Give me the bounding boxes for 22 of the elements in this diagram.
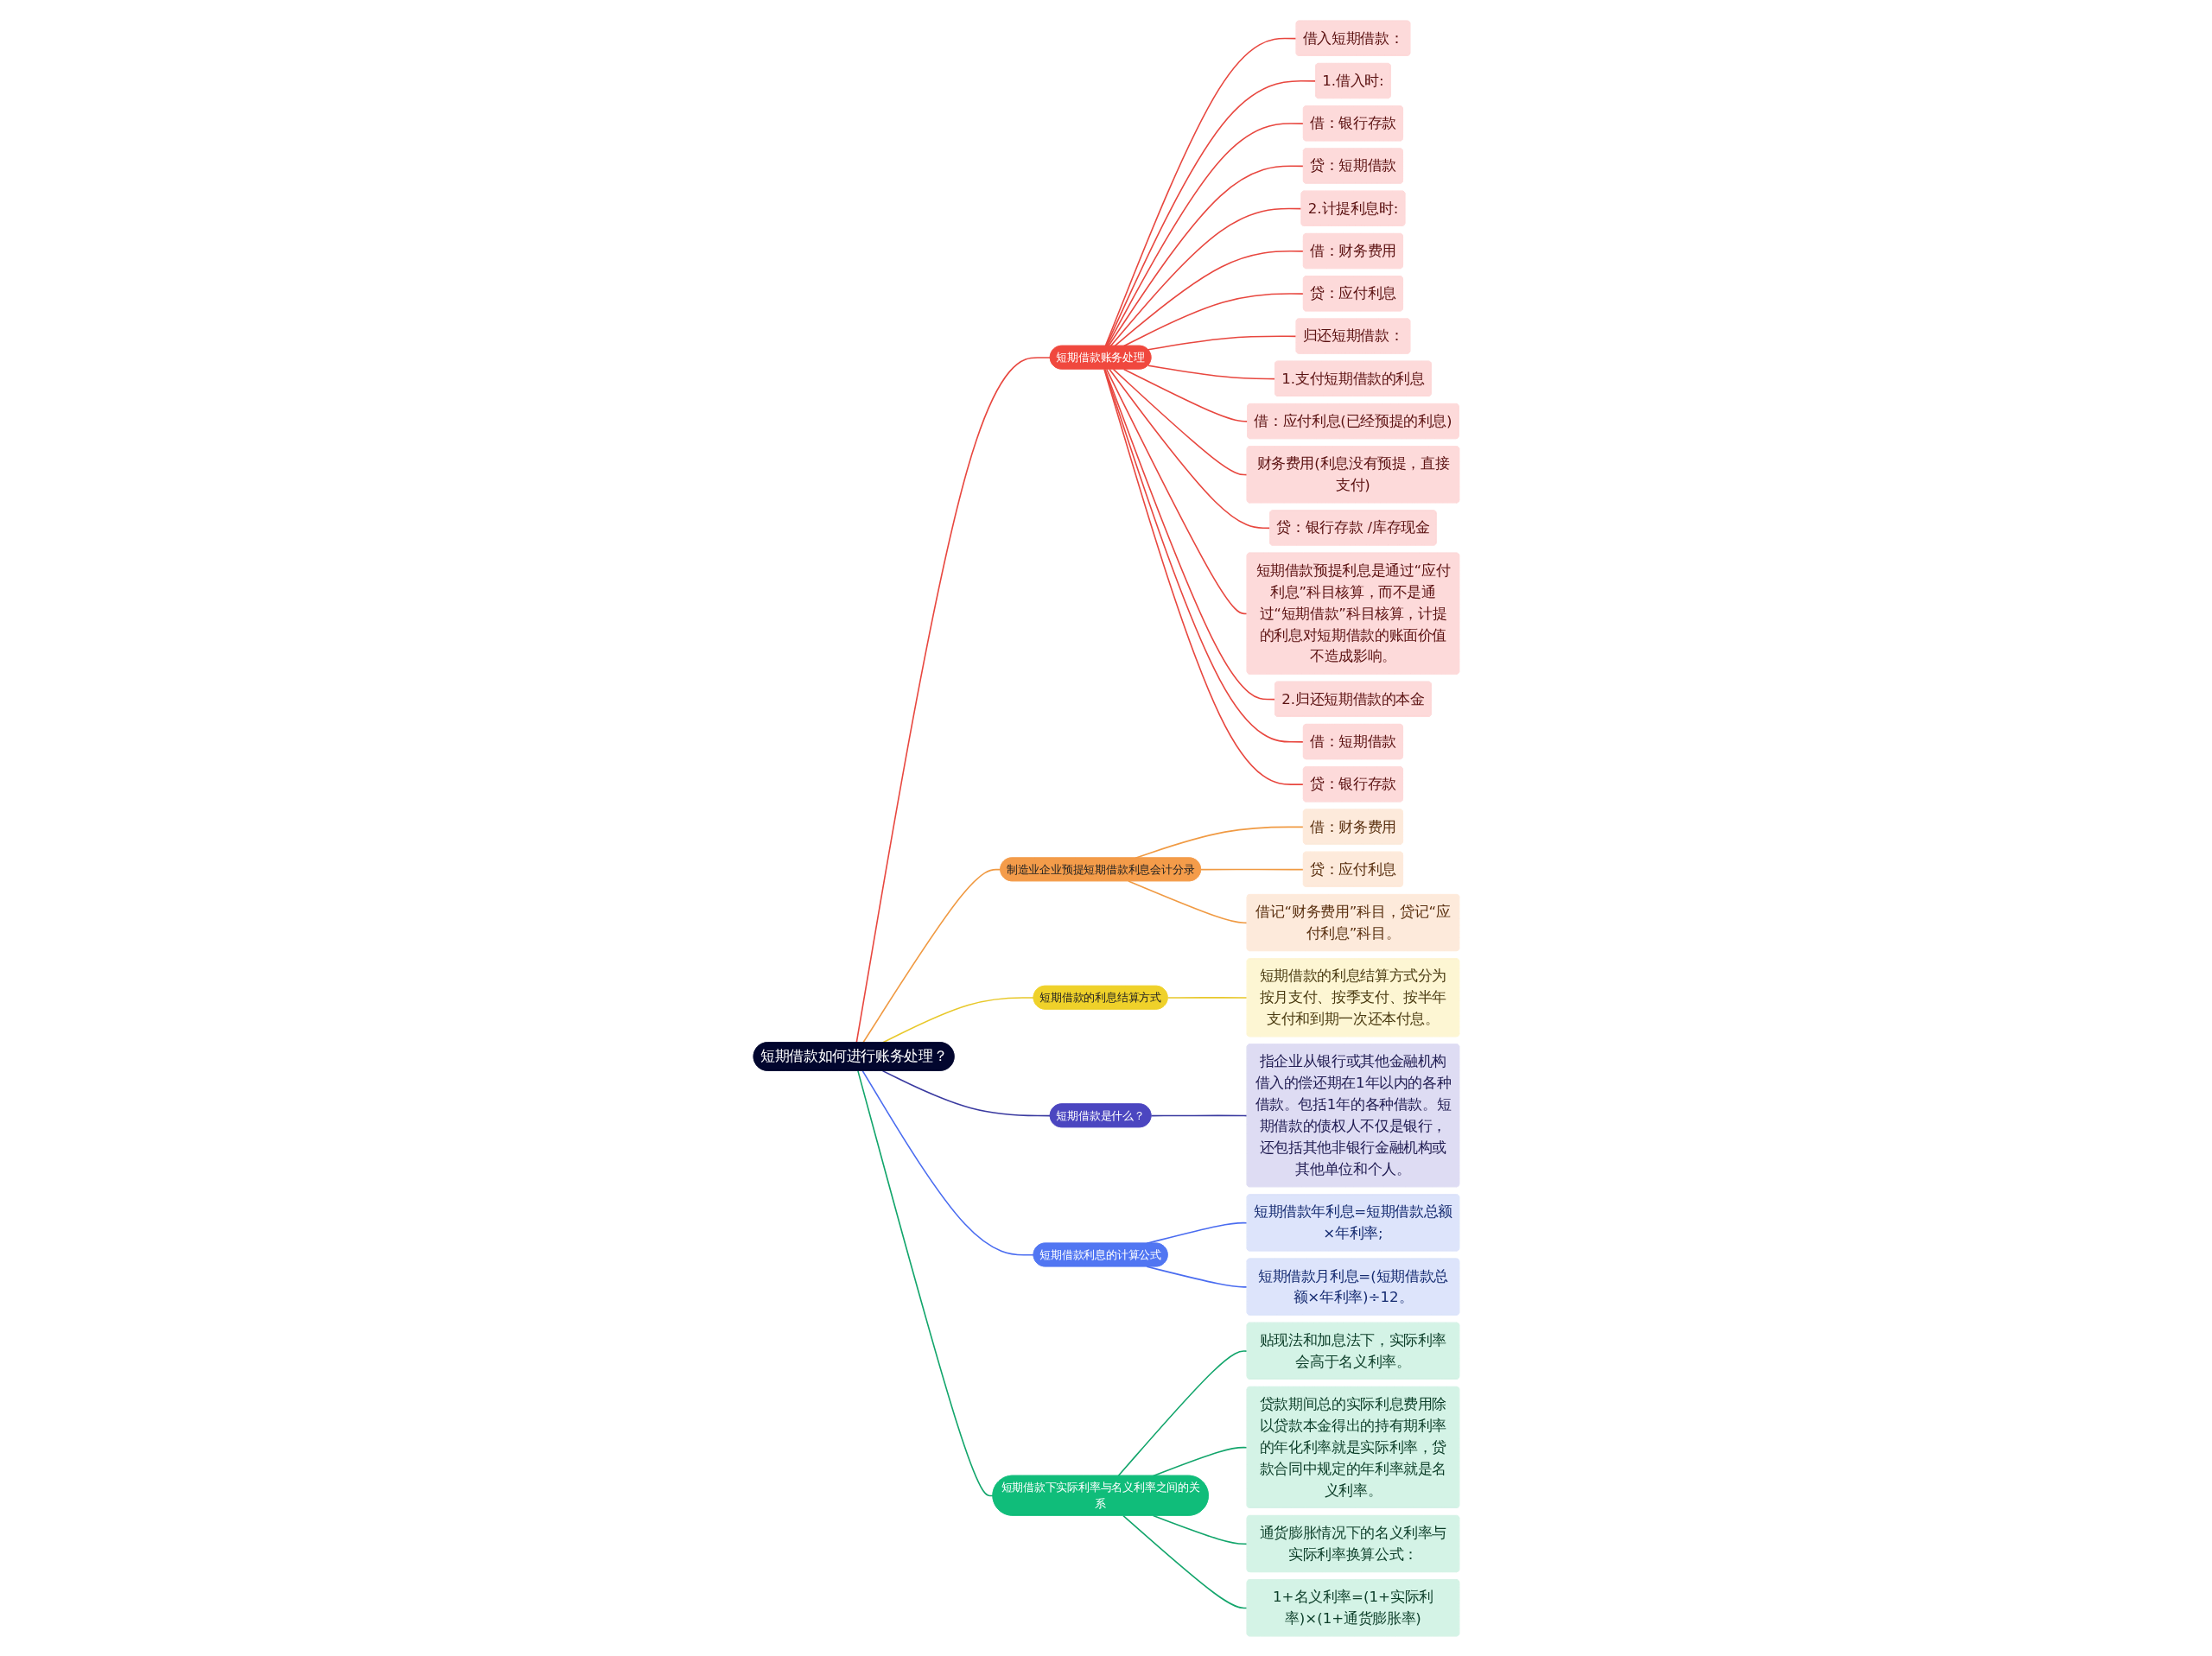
connector [881, 1069, 1051, 1116]
connector [1127, 879, 1248, 923]
connector [855, 356, 1051, 1044]
connector [1109, 207, 1302, 346]
connector [1150, 1114, 1248, 1116]
connector [1166, 996, 1248, 999]
connector [1122, 368, 1249, 422]
connector [1104, 37, 1297, 346]
connector [861, 868, 1001, 1044]
connector [856, 1069, 994, 1496]
connector [1152, 1514, 1248, 1545]
connector [1116, 1349, 1248, 1476]
connector [1105, 368, 1248, 614]
connector [1104, 79, 1317, 346]
connector [1108, 368, 1271, 529]
connector [1112, 368, 1248, 475]
connector [1122, 1514, 1248, 1608]
connector [881, 996, 1034, 1044]
connector [1147, 335, 1297, 351]
connector [861, 1069, 1034, 1256]
connector [1147, 364, 1276, 379]
connector [1103, 368, 1276, 700]
